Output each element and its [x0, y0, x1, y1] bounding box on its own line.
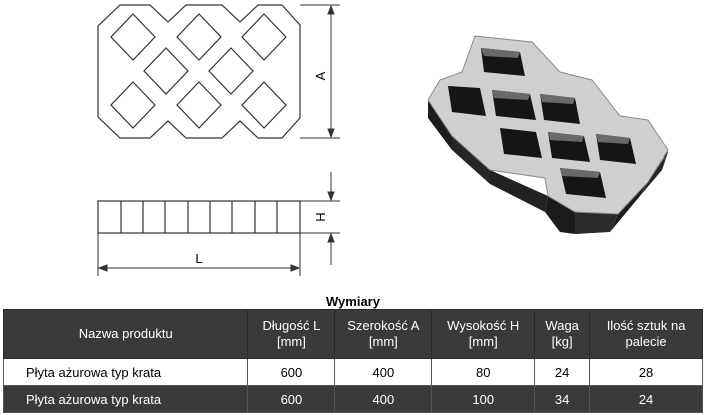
table-row: Płyta ażurowa typ krata 600 400 80 24 28 [2, 358, 703, 386]
table-header-row: Nazwa produktu Długość L [mm] Szerokość … [2, 309, 703, 359]
cell-weight: 24 [534, 358, 591, 386]
side-view-drawing [97, 200, 301, 234]
cell-pieces-per-pallet: 24 [589, 385, 703, 413]
cell-length: 600 [247, 385, 336, 413]
header-width: Szerokość A [mm] [334, 309, 433, 359]
header-product-name: Nazwa produktu [2, 309, 249, 359]
cell-height: 80 [431, 358, 536, 386]
label-a: A [313, 71, 328, 80]
dimension-l [97, 233, 301, 276]
table-caption: Wymiary [326, 294, 380, 309]
technical-drawing: A H [97, 4, 669, 276]
dimension-h [300, 172, 340, 265]
label-l: L [195, 251, 202, 266]
top-view-drawing [97, 4, 301, 139]
cell-pieces-per-pallet: 28 [589, 358, 703, 386]
cell-product-name: Płyta ażurowa typ krata [2, 358, 249, 386]
header-height: Wysokość H [mm] [431, 309, 536, 359]
product-render-3d [427, 35, 669, 234]
table-row: Płyta ażurowa typ krata 600 400 100 34 2… [2, 385, 703, 413]
cell-length: 600 [247, 358, 336, 386]
dimensions-table: Nazwa produktu Długość L [mm] Szerokość … [2, 309, 703, 413]
cell-height: 100 [431, 385, 536, 413]
header-pieces-per-pallet: Ilość sztuk na palecie [589, 309, 703, 359]
cell-product-name: Płyta ażurowa typ krata [2, 385, 249, 413]
cell-width: 400 [334, 385, 433, 413]
header-length: Długość L [mm] [247, 309, 336, 359]
cell-weight: 34 [534, 385, 591, 413]
label-h: H [313, 212, 328, 221]
dimension-a [300, 4, 340, 139]
header-weight: Waga [kg] [534, 309, 591, 359]
cell-width: 400 [334, 358, 433, 386]
